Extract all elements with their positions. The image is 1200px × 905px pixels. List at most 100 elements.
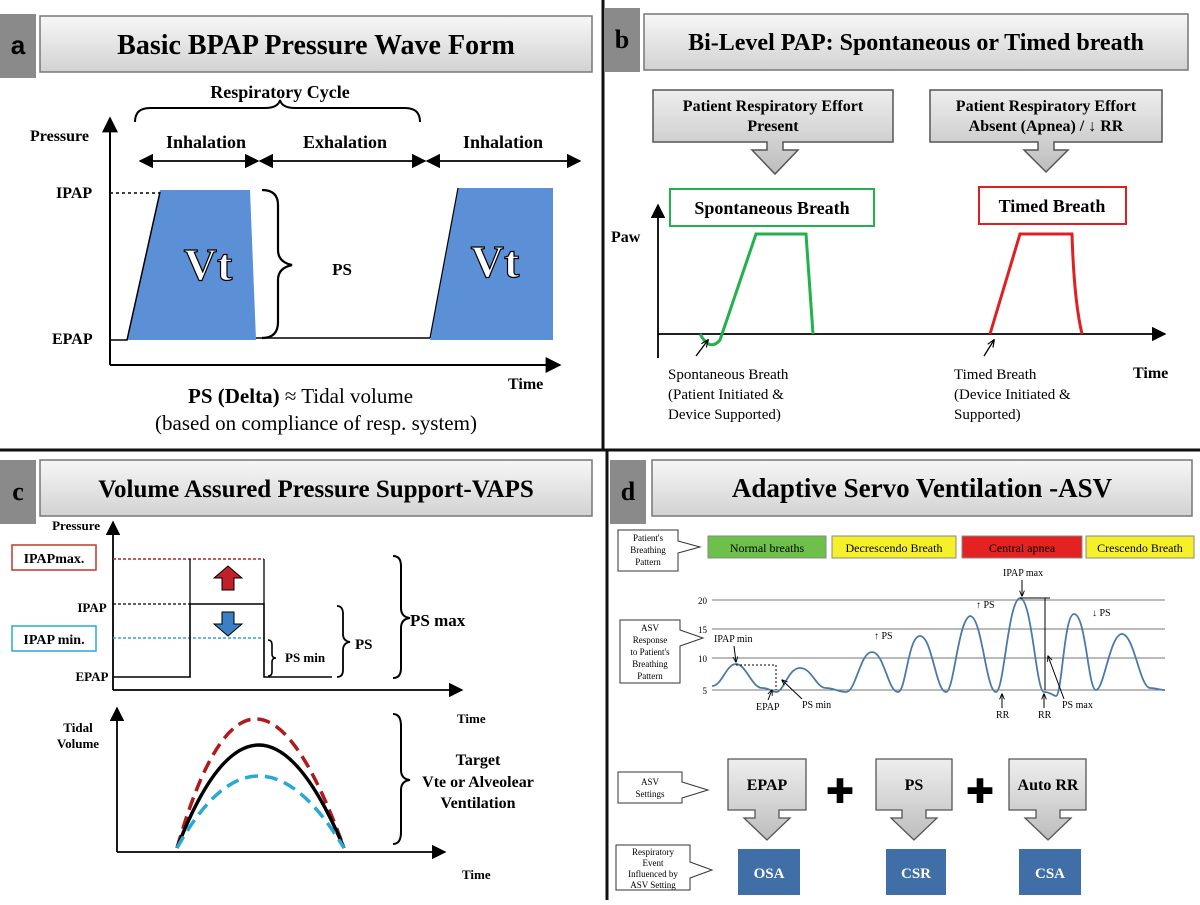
ps-label: PS: [332, 260, 352, 279]
callout1-line3: Pattern: [635, 557, 661, 567]
asv-down-ps: ↓ PS: [1092, 608, 1111, 619]
respiratory-cycle-brace: [134, 99, 421, 123]
timed-note-3: Supported): [954, 407, 1021, 423]
callout2-line2: Response: [633, 635, 668, 645]
pressure-up-arrow-icon: [212, 565, 244, 591]
vt-block-2: [430, 188, 553, 340]
setting-epap-box: [727, 758, 807, 841]
respiratory-cycle-label: Respiratory Cycle: [210, 82, 349, 102]
panel-a-title-box: [39, 15, 593, 73]
timed-waveform: [988, 232, 1084, 335]
inhalation-label-2: Inhalation: [463, 132, 543, 152]
event-osa-box: [738, 849, 800, 895]
plus-icon-1: ✚: [826, 774, 855, 811]
pattern-normal-label: Normal breaths: [730, 541, 805, 555]
vt-label-2: Vt: [471, 236, 520, 287]
panel-c-title-box: [39, 459, 593, 517]
vt-label-1: Vt: [184, 239, 233, 290]
spontaneous-pointer: [695, 340, 708, 357]
asv-ytick-15: 15: [698, 625, 708, 635]
callout2-line4: Breathing: [632, 659, 668, 669]
callout1-line2: Breathing: [630, 545, 666, 555]
spontaneous-note-3: Device Supported): [668, 407, 781, 423]
setting-epap-label: EPAP: [747, 777, 788, 794]
effort-present-line2: Present: [747, 118, 799, 135]
waveform-rise-1: [110, 191, 161, 341]
vt-block-1: [127, 190, 256, 340]
exhalation-label: Exhalation: [303, 132, 387, 152]
spontaneous-waveform: [698, 232, 815, 347]
inhalation-label: Inhalation: [166, 132, 246, 152]
tidal-target-curve: [175, 743, 346, 849]
pressure-axis-label: Pressure: [30, 128, 89, 145]
panel-b-time-label: Time: [1133, 365, 1168, 382]
asv-rr-label-1: RR: [996, 710, 1010, 721]
event-csa-label: CSA: [1035, 866, 1065, 882]
psmax-label: PS max: [410, 611, 466, 630]
callout4-line3: Influenced by: [628, 869, 678, 879]
asv-settings-callout: [617, 771, 710, 804]
asv-rr-label-2: RR: [1038, 710, 1052, 721]
panel-c: c Volume Assured Pressure Support-VAPS P…: [0, 459, 593, 882]
asv-up-ps-1: ↑ PS: [874, 631, 893, 642]
panel-b-letter: b: [615, 25, 629, 54]
ipapmin-box: [11, 625, 97, 652]
panel-c-pressure-label: Pressure: [52, 518, 100, 533]
setting-ps-box: [875, 758, 953, 841]
pattern-decrescendo-label: Decrescendo Breath: [846, 541, 943, 555]
panel-b-title: Bi-Level PAP: Spontaneous or Timed breat…: [688, 30, 1144, 56]
caption-line-2: (based on compliance of resp. system): [155, 411, 477, 435]
callout2-line1: ASV: [641, 623, 660, 633]
effort-absent-line1: Patient Respiratory Effort: [956, 98, 1137, 115]
asv-ipapmin-label: IPAP min: [714, 634, 752, 645]
panel-a-title: Basic BPAP Pressure Wave Form: [117, 30, 515, 61]
asv-psmin-pointer: [782, 680, 803, 700]
asv-psmax-label: PS max: [1062, 700, 1093, 711]
asv-up-ps-2: ↑ PS: [976, 600, 995, 611]
panel-c-time-label-2: Time: [462, 867, 491, 882]
pattern-crescendo-box: [1085, 535, 1195, 559]
spontaneous-breath-title: Spontaneous Breath: [694, 198, 849, 218]
panel-c-epap-label: EPAP: [76, 669, 109, 684]
vaps-pressure-waveform: [113, 603, 332, 678]
panel-c-ps-label: PS: [355, 637, 373, 653]
pattern-crescendo-label: Crescendo Breath: [1097, 541, 1183, 555]
tidal-min-curve: [175, 774, 346, 849]
ipapmax-box: [11, 544, 97, 571]
callout2-line3: to Patient's: [630, 647, 670, 657]
panel-c-letter: c: [12, 477, 24, 506]
callout3-line1: ASV: [641, 777, 660, 787]
asv-epap-pointer: [768, 690, 772, 701]
target-label-1: Target: [456, 752, 501, 769]
panel-b-letter-box: [604, 8, 640, 72]
timed-breath-title: Timed Breath: [999, 196, 1106, 216]
callout4-line2: Event: [643, 858, 664, 868]
pattern-normal-box: [707, 535, 827, 559]
timed-pointer: [983, 340, 994, 357]
asv-psmax-pointer: [1048, 656, 1065, 700]
paw-label: Paw: [611, 229, 641, 246]
event-csr-label: CSR: [901, 866, 931, 882]
target-label-3: Ventilation: [441, 795, 516, 812]
ipap-label: IPAP: [56, 185, 92, 202]
tidal-label-2: Volume: [57, 736, 99, 751]
ps-brace: [261, 188, 293, 340]
ipapmin-label: IPAP min.: [23, 633, 84, 648]
ipapmax-label: IPAPmax.: [24, 552, 85, 567]
panel-a-letter: a: [11, 30, 26, 60]
caption-rest: ≈ Tidal volume: [280, 384, 413, 408]
event-csa-box: [1019, 849, 1081, 895]
callout4-line4: ASV Setting: [630, 880, 676, 890]
panel-d-title: Adaptive Servo Ventilation -ASV: [732, 473, 1113, 503]
panel-d-letter-box: [610, 460, 646, 524]
psmin-label: PS min: [285, 650, 326, 665]
callout3-line2: Settings: [635, 789, 665, 799]
callout2-line5: Pattern: [637, 671, 663, 681]
panel-a: a Basic BPAP Pressure Wave Form Respirat…: [0, 14, 593, 435]
tidal-label-1: Tidal: [63, 720, 93, 735]
event-osa-label: OSA: [754, 866, 785, 882]
asv-psmin-label: PS min: [802, 700, 831, 711]
event-csr-box: [886, 849, 946, 895]
panel-d-letter: d: [621, 477, 636, 506]
tidal-max-curve: [175, 717, 346, 849]
